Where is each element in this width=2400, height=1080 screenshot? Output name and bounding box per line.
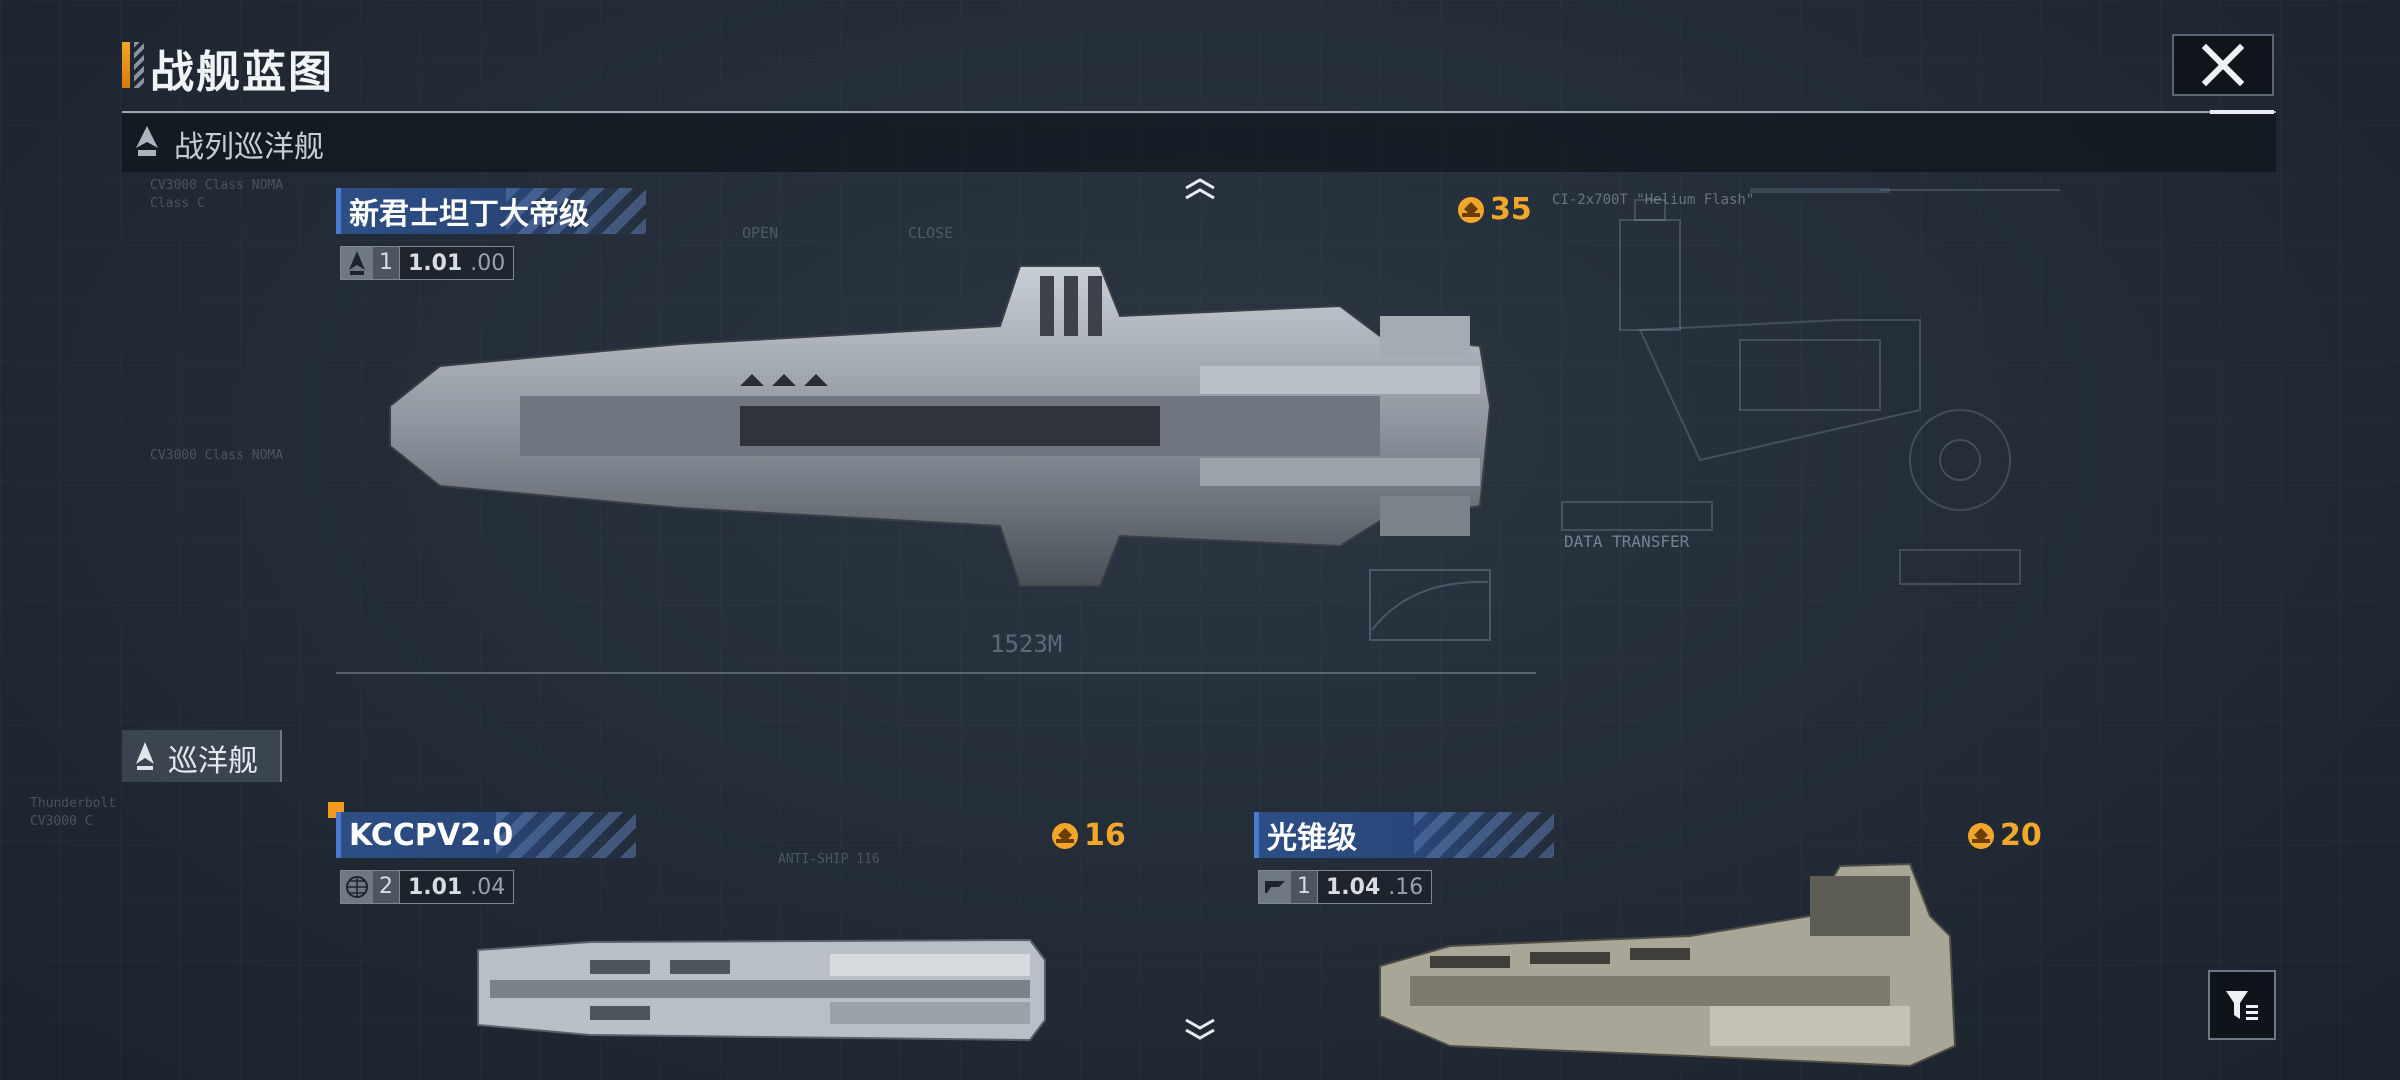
banner-stripes xyxy=(506,188,646,234)
deco-text: CV3000 Class NOMA xyxy=(150,448,284,463)
deco-close-label: CLOSE xyxy=(908,224,954,242)
deco-text: Class C xyxy=(150,196,205,211)
ship-model-2[interactable] xyxy=(470,930,1050,1060)
deco-helium-label: CI-2x700T "Helium Flash" xyxy=(1552,192,1755,208)
blueprint-graph xyxy=(1369,569,1491,641)
banner-edge xyxy=(1254,812,1259,858)
ship-card-3[interactable]: 光锥级 xyxy=(1254,812,1554,858)
close-button[interactable] xyxy=(2172,34,2274,96)
ship-name: 新君士坦丁大帝级 xyxy=(349,197,589,232)
ship-model-3[interactable] xyxy=(1370,856,1960,1070)
blueprint-cost-icon xyxy=(1458,196,1484,223)
header-divider-accent xyxy=(2210,110,2274,114)
cost-value: 35 xyxy=(1490,192,1532,227)
ship-cost-3: 20 xyxy=(1966,818,2042,853)
blueprint-cost-icon xyxy=(1052,822,1078,849)
blueprint-schematic xyxy=(1561,188,2060,585)
cost-value: 16 xyxy=(1084,818,1126,853)
deco-data-transfer: DATA TRANSFER xyxy=(1564,532,1690,551)
ship-length-label: 1523M xyxy=(990,630,1063,658)
ship-name: KCCPV2.0 xyxy=(349,817,514,853)
section-label-battlecruiser: 战列巡洋舰 xyxy=(174,130,324,165)
header-divider xyxy=(122,111,2276,113)
ship-stats-3: 1 1.04 .16 xyxy=(1258,870,1433,904)
chevron-down-icon[interactable] xyxy=(1182,1016,1218,1042)
title-accent-stripes xyxy=(134,42,144,88)
ship-cost-2: 16 xyxy=(1050,818,1126,853)
ship-stats-1: 1 1.01 .00 xyxy=(340,246,515,280)
page-title: 战舰蓝图 xyxy=(150,47,334,98)
filter-button[interactable] xyxy=(2208,970,2276,1040)
banner-stripes xyxy=(496,812,636,858)
ship-version: 1.01 xyxy=(408,874,463,900)
cost-value: 20 xyxy=(2000,818,2042,853)
blueprint-cost-icon xyxy=(1968,822,1994,849)
globe-faction-icon xyxy=(341,871,373,903)
ship-card-1[interactable]: 新君士坦丁大帝级 xyxy=(336,188,646,234)
ship-version-suffix: .00 xyxy=(470,250,506,276)
ship-name-banner: KCCPV2.0 xyxy=(336,812,636,858)
faction-emblem-icon xyxy=(1259,871,1291,903)
ship-version: 1.04 xyxy=(1326,874,1381,900)
ship-tier: 2 xyxy=(373,871,400,903)
deco-text: Thunderbolt xyxy=(30,796,117,811)
deco-anti-ship: ANTI-SHIP 116 xyxy=(778,852,880,867)
banner-stripes xyxy=(1414,812,1554,858)
ship-version: 1.01 xyxy=(408,250,463,276)
ship-model-1[interactable] xyxy=(380,256,1500,596)
ship-name-banner: 新君士坦丁大帝级 xyxy=(336,188,646,234)
ship-name: 光锥级 xyxy=(1267,821,1357,856)
battlecruiser-class-icon xyxy=(136,126,158,156)
section-header-battlecruiser xyxy=(122,114,2276,172)
banner-edge xyxy=(336,188,341,234)
deco-text: CV3000 C xyxy=(30,814,93,829)
ship-tier: 1 xyxy=(373,247,400,279)
ship-stats-2: 2 1.01 .04 xyxy=(340,870,515,904)
close-icon xyxy=(2201,43,2245,87)
cruiser-class-icon xyxy=(136,742,154,770)
ship-name-banner: 光锥级 xyxy=(1254,812,1554,858)
ship-version-suffix: .04 xyxy=(470,874,506,900)
banner-edge xyxy=(336,812,341,858)
ship-card-2[interactable]: KCCPV2.0 xyxy=(336,812,636,858)
deco-text: CV3000 Class NOMA xyxy=(150,178,284,193)
section-label-cruiser: 巡洋舰 xyxy=(168,744,258,779)
filter-icon xyxy=(2226,991,2258,1020)
ship-length-scale xyxy=(336,672,1536,674)
battlecruiser-type-icon xyxy=(341,247,373,279)
chevron-up-icon[interactable] xyxy=(1182,176,1218,202)
ship-version-suffix: .16 xyxy=(1388,874,1424,900)
ship-tier: 1 xyxy=(1291,871,1318,903)
ship-cost-1: 35 xyxy=(1456,192,1532,227)
deco-open-label: OPEN xyxy=(742,224,779,242)
title-accent-bar xyxy=(122,42,130,88)
